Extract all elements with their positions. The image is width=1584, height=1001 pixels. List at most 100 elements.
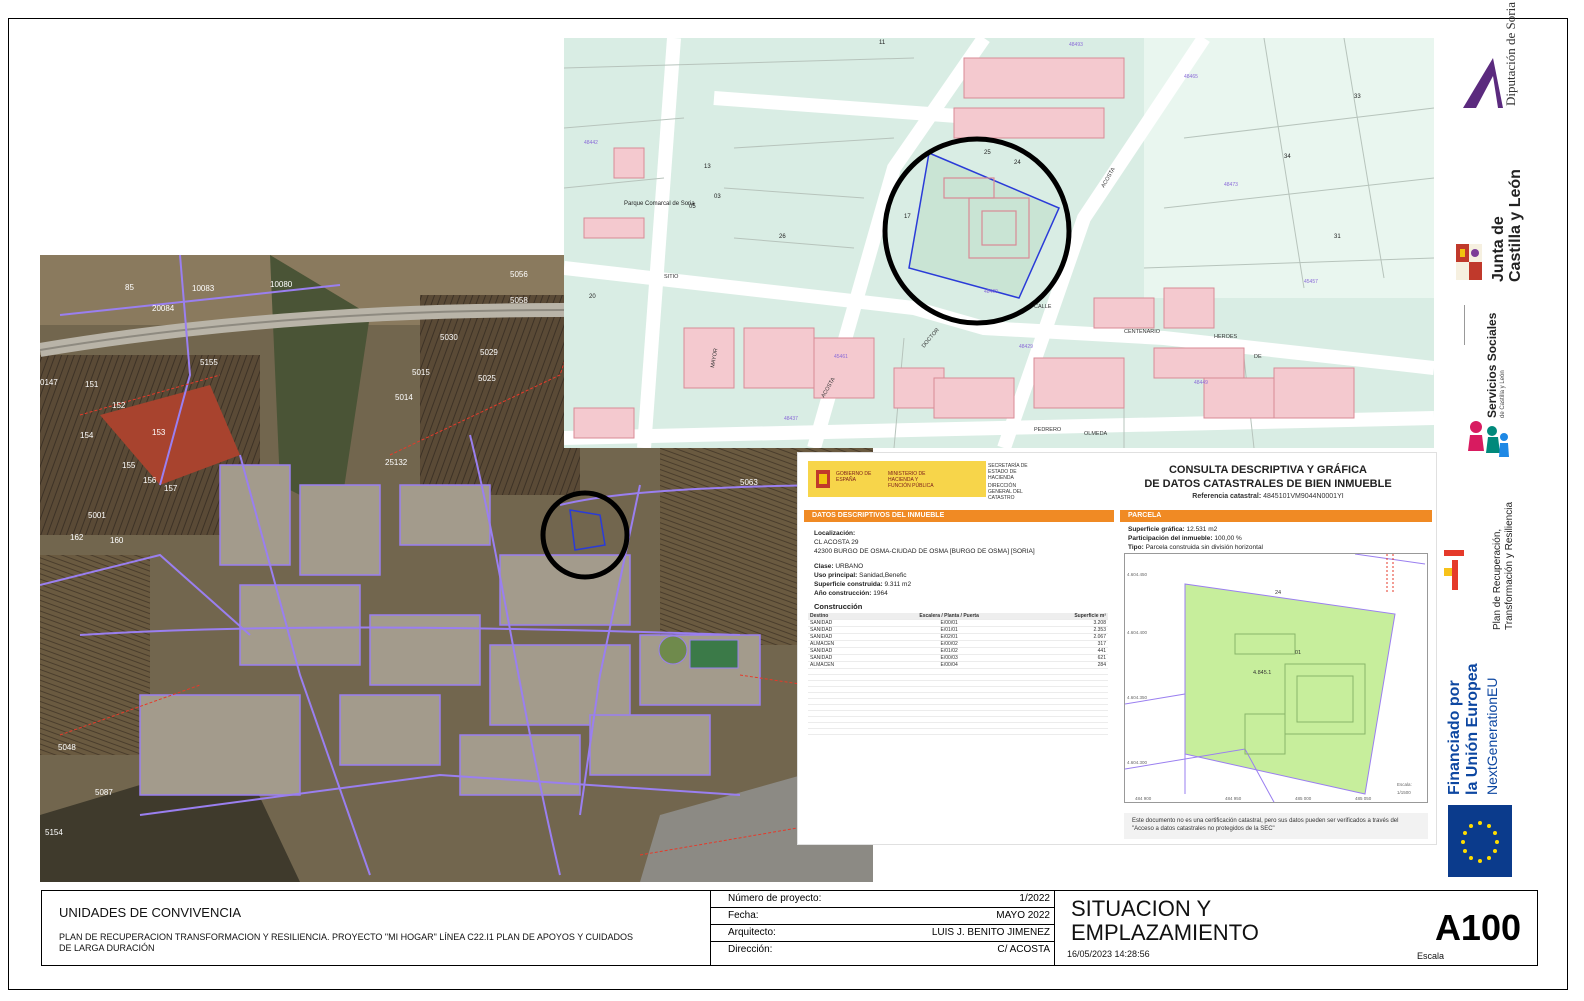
aerial-map[interactable]: 85 10083 10080 20084 5056 5058 5029 5025… (40, 255, 873, 882)
table-cell: ALMACEN (808, 640, 875, 648)
table-cell: 2.353 (1023, 626, 1108, 634)
svg-text:17: 17 (904, 214, 911, 220)
referencia-catastral: Referencia catastral: 4845101VM9044N0001… (1118, 493, 1418, 500)
svg-text:154: 154 (80, 431, 94, 440)
table-row (808, 686, 1108, 693)
svg-text:10080: 10080 (270, 280, 293, 289)
svg-text:5056: 5056 (510, 270, 528, 279)
aerial-map-canvas: 85 10083 10080 20084 5056 5058 5029 5025… (40, 255, 873, 882)
svg-text:25: 25 (984, 150, 991, 156)
table-row (808, 668, 1108, 675)
gov-line2: MINISTERIO DE HACIENDA Y FUNCIÓN PÚBLICA (888, 471, 934, 489)
table-row (808, 680, 1108, 687)
eu-flag-icon (1448, 805, 1512, 877)
info-label: Número de proyecto: (728, 893, 822, 904)
diputacion-text: Diputación de Soria (1503, 2, 1518, 106)
catastro-title: CONSULTA DESCRIPTIVA Y GRÁFICA DE DATOS … (1118, 463, 1418, 491)
table-row (808, 728, 1108, 735)
table-cell: SANIDAD (808, 633, 875, 641)
info-value: 1/2022 (1019, 893, 1050, 904)
construccion-table: Destino Escalera / Planta / Puerta Super… (808, 613, 1108, 735)
svg-text:5048: 5048 (58, 743, 76, 752)
drawing-sheet-border (8, 18, 1568, 990)
loc-line2: 42300 BURGO DE OSMA-CIUDAD DE OSMA [BURG… (814, 548, 1035, 555)
svg-text:25132: 25132 (385, 458, 408, 467)
svg-text:48473: 48473 (1224, 182, 1238, 188)
clase-value: URBANO (835, 563, 864, 570)
logo-divider (1464, 305, 1465, 345)
svg-text:4.604.450: 4.604.450 (1127, 572, 1148, 577)
servicios-text: Servicios Sociales (1485, 312, 1499, 418)
svg-text:4.604.300: 4.604.300 (1127, 760, 1148, 765)
table-cell: 441 (1023, 647, 1108, 655)
title-block-info: Número de proyecto:1/2022 Fecha:MAYO 202… (710, 891, 1055, 965)
table-cell: E/01/01 (874, 626, 1024, 634)
svg-text:11: 11 (879, 40, 886, 46)
table-header: Escalera / Planta / Puerta (874, 613, 1024, 620)
svg-text:OLMEDA: OLMEDA (1084, 431, 1108, 437)
svg-text:31: 31 (1334, 234, 1341, 240)
svg-text:48437: 48437 (784, 416, 798, 422)
table-cell: SANIDAD (808, 654, 875, 662)
clase-label: Clase: (814, 563, 834, 570)
svg-text:34: 34 (1284, 154, 1291, 160)
svg-text:Parque Comarcal de Soria: Parque Comarcal de Soria (624, 201, 695, 207)
svg-text:10083: 10083 (192, 284, 215, 293)
svg-text:4.604.350: 4.604.350 (1127, 695, 1148, 700)
svg-text:48409: 48409 (984, 289, 998, 295)
svg-text:485 000: 485 000 (1295, 796, 1312, 801)
svg-text:20084: 20084 (152, 304, 175, 313)
construccion-label: Construcción (814, 602, 863, 611)
svg-text:HEROES: HEROES (1214, 334, 1238, 340)
svg-text:4.845.1: 4.845.1 (1253, 670, 1271, 676)
info-value: C/ ACOSTA (997, 944, 1050, 955)
cadastral-map[interactable]: 24 25 26 20 17 11 13 03 05 33 34 31 Parq… (564, 38, 1434, 448)
junta-text: Junta de Castilla y León (1490, 169, 1524, 282)
table-row (808, 704, 1108, 711)
catastro-report: GOBIERNO DE ESPAÑA MINISTERIO DE HACIEND… (797, 452, 1437, 845)
plan-r-icon (1444, 550, 1464, 590)
svg-text:160: 160 (110, 536, 124, 545)
svg-text:5087: 5087 (95, 788, 113, 797)
uso-value: Sanidad,Benefic (859, 572, 907, 579)
servicios-figures-icon (1468, 421, 1509, 457)
svg-text:20: 20 (589, 294, 596, 300)
svg-text:SITIO: SITIO (664, 274, 679, 280)
svg-text:5029: 5029 (480, 348, 498, 357)
project-description: PLAN DE RECUPERACION TRANSFORMACION Y RE… (59, 932, 634, 953)
svg-text:MAYOR: MAYOR (710, 348, 719, 369)
parcela-tipo-label: Tipo: (1128, 544, 1144, 551)
table-cell: ALMACEN (808, 661, 875, 669)
svg-text:1/1500: 1/1500 (1397, 790, 1411, 795)
svg-text:484 950: 484 950 (1225, 796, 1242, 801)
table-cell: E/01/02 (874, 647, 1024, 655)
svg-text:13: 13 (704, 164, 711, 170)
svg-text:CENTENARIO: CENTENARIO (1124, 329, 1161, 335)
sheet-title-line1: SITUACION Y (1071, 896, 1212, 921)
eu-line2: la Unión Europea (1464, 663, 1481, 795)
info-row-number: Número de proyecto: 1/2022 (711, 891, 1055, 908)
svg-text:152: 152 (112, 401, 126, 410)
info-label: Arquitecto: (728, 927, 776, 938)
table-cell: E/00/04 (874, 661, 1024, 669)
table-row (808, 692, 1108, 699)
svg-text:155: 155 (122, 461, 136, 470)
svg-text:85: 85 (125, 283, 134, 292)
table-row (808, 716, 1108, 723)
parcela-part-label: Participación del inmueble: (1128, 535, 1213, 542)
svg-text:48429: 48429 (1019, 344, 1033, 350)
datos-descriptivos-bar: DATOS DESCRIPTIVOS DEL INMUEBLE (804, 510, 1114, 522)
sheet-title-line2: EMPLAZAMIENTO (1071, 920, 1259, 945)
svg-text:5030: 5030 (440, 333, 458, 342)
parcela-bar: PARCELA (1120, 510, 1432, 522)
site-marker-cadastral (882, 136, 1072, 326)
gov-line4: DIRECCIÓN GENERAL DEL CATASTRO (988, 483, 1023, 501)
table-row (808, 710, 1108, 717)
table-cell: E/02/01 (874, 633, 1024, 641)
parcela-plan[interactable]: 24 01 4.845.1 4.604.450 4.604.400 4.604.… (1124, 553, 1428, 803)
